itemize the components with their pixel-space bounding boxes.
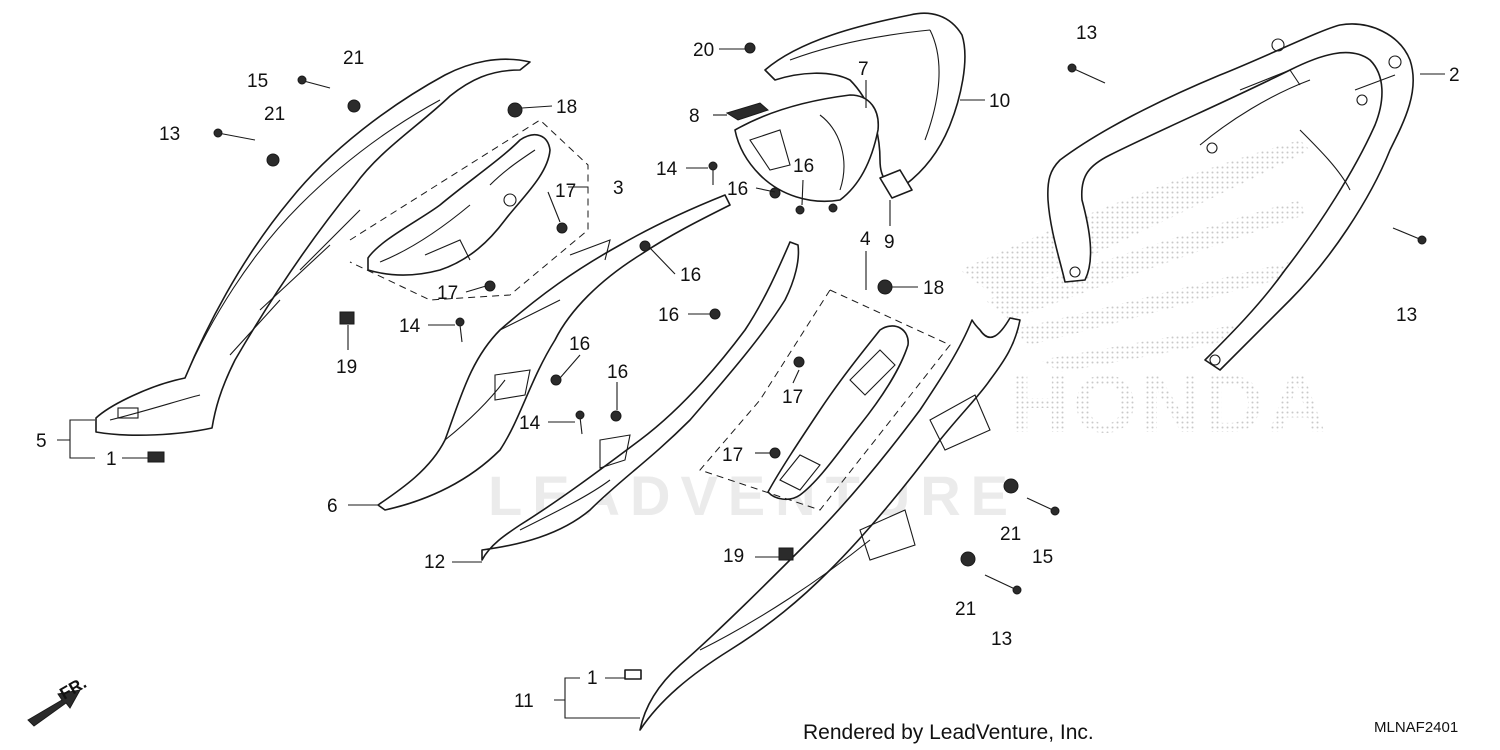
callout-21: 21 xyxy=(264,104,285,125)
callout-6: 6 xyxy=(327,496,338,517)
honda-logo-text: HONDA xyxy=(1010,359,1331,450)
callout-3: 3 xyxy=(613,178,624,199)
callout-12: 12 xyxy=(424,552,445,573)
callout-14: 14 xyxy=(399,316,421,337)
part-9-grommet[interactable] xyxy=(879,169,913,199)
callout-21: 21 xyxy=(1000,524,1021,545)
callout-4: 4 xyxy=(860,229,871,250)
callout-1: 1 xyxy=(106,449,117,470)
part-3-left-inner-bracket[interactable] xyxy=(367,134,551,276)
callout-18: 18 xyxy=(923,278,944,299)
callout-17: 17 xyxy=(437,283,458,304)
callout-19: 19 xyxy=(336,357,357,378)
callout-5: 5 xyxy=(36,431,47,452)
callout-8: 8 xyxy=(689,106,700,127)
part-5-left-side-cover[interactable] xyxy=(95,58,531,437)
callout-15: 15 xyxy=(1032,547,1053,568)
front-direction-arrow: FR. xyxy=(27,673,90,727)
callout-19: 19 xyxy=(723,546,744,567)
callout-10: 10 xyxy=(989,91,1010,112)
callout-16: 16 xyxy=(569,334,590,355)
callout-16: 16 xyxy=(658,305,679,326)
callout-1: 1 xyxy=(587,668,598,689)
leader-lines xyxy=(57,48,1445,719)
callout-13: 13 xyxy=(1396,305,1417,326)
callout-9: 9 xyxy=(884,232,895,253)
part-2-grab-rail[interactable] xyxy=(1047,23,1414,371)
callout-21: 21 xyxy=(343,48,364,69)
callout-14: 14 xyxy=(519,413,541,434)
callout-13: 13 xyxy=(159,124,180,145)
callout-20: 20 xyxy=(693,40,714,61)
callout-16: 16 xyxy=(607,362,628,383)
honda-wing-logo xyxy=(960,140,1310,372)
part-6-center-long-cover[interactable] xyxy=(377,194,731,511)
callout-7: 7 xyxy=(858,59,869,80)
callout-numbers: 1 1 2 3 4 5 6 7 8 9 10 11 12 13 13 13 13… xyxy=(36,23,1460,712)
fasteners xyxy=(147,42,1427,680)
callout-17: 17 xyxy=(555,181,576,202)
callout-14: 14 xyxy=(656,159,678,180)
part-12-lower-trim[interactable] xyxy=(481,241,800,561)
callout-16: 16 xyxy=(680,265,701,286)
callout-17: 17 xyxy=(722,445,743,466)
part-8-clip[interactable] xyxy=(725,102,769,121)
callout-2: 2 xyxy=(1449,65,1460,86)
callout-16: 16 xyxy=(727,179,748,200)
callout-15: 15 xyxy=(247,71,268,92)
callout-13: 13 xyxy=(1076,23,1097,44)
footer-credit: Rendered by LeadVenture, Inc. xyxy=(803,721,1094,744)
callout-18: 18 xyxy=(556,97,577,118)
callout-17: 17 xyxy=(782,387,803,408)
callout-11: 11 xyxy=(514,691,534,712)
diagram-code: MLNAF2401 xyxy=(1374,719,1458,736)
part-4-group-outline xyxy=(699,289,951,511)
part-4-right-inner-bracket[interactable] xyxy=(767,325,909,501)
callout-16: 16 xyxy=(793,156,814,177)
part-7-tail-inner[interactable] xyxy=(734,94,879,203)
callout-21: 21 xyxy=(955,599,976,620)
callout-13: 13 xyxy=(991,629,1012,650)
